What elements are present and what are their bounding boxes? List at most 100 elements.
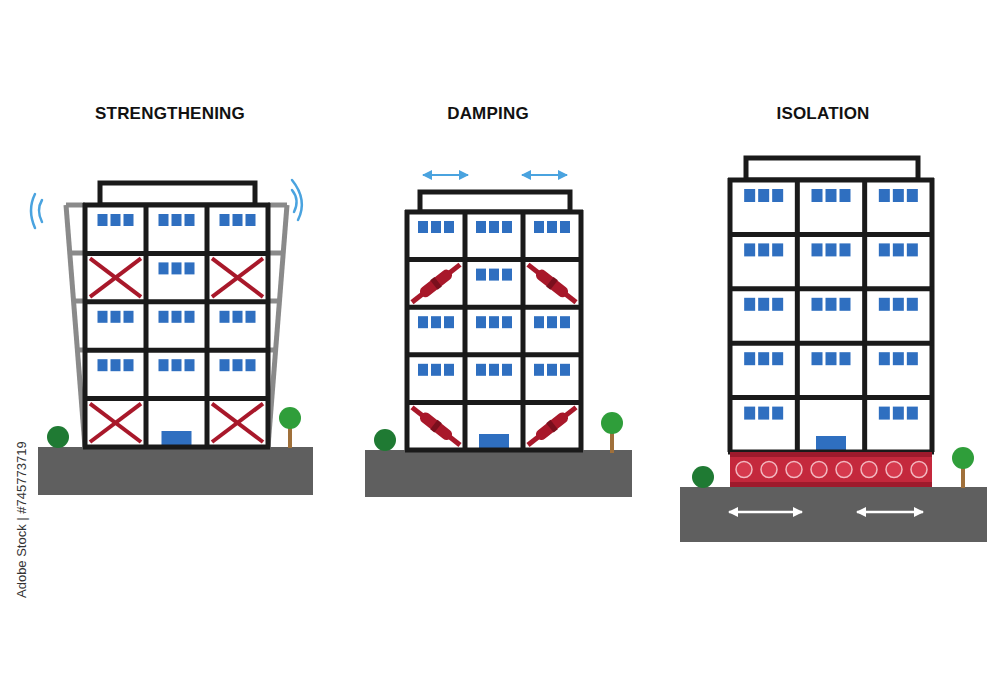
window (159, 262, 169, 274)
window (812, 189, 823, 202)
window (826, 352, 837, 365)
window (220, 311, 230, 323)
frame-beam (83, 299, 270, 304)
isolator-bearing (911, 462, 927, 478)
window (476, 364, 486, 376)
panel-title: DAMPING (447, 104, 529, 124)
frame-beam (728, 232, 934, 237)
window (772, 352, 783, 365)
door (479, 434, 509, 448)
window (124, 359, 134, 371)
window (840, 243, 851, 256)
window (172, 262, 182, 274)
cross-brace (90, 258, 141, 296)
frame-beam (83, 251, 270, 256)
outer-frame (66, 205, 287, 447)
window (560, 221, 570, 233)
window (758, 407, 769, 420)
window (159, 359, 169, 371)
window (560, 364, 570, 376)
damper-body (541, 418, 562, 435)
frame-beam (405, 448, 583, 453)
window (879, 189, 890, 202)
roof-box (746, 158, 918, 180)
building-body (407, 212, 581, 450)
frame-beam (405, 210, 583, 215)
window (812, 243, 823, 256)
frame-column (83, 203, 88, 447)
isolation-plate (730, 482, 932, 487)
window (431, 221, 441, 233)
window (502, 364, 512, 376)
window (840, 298, 851, 311)
damper-body (541, 275, 562, 292)
damper-body (425, 418, 446, 435)
window (431, 316, 441, 328)
building-body (730, 180, 932, 452)
window (502, 269, 512, 281)
window (246, 214, 256, 226)
cross-brace (90, 258, 141, 296)
window (812, 298, 823, 311)
window (547, 364, 557, 376)
window (744, 352, 755, 365)
window (744, 243, 755, 256)
isolation-plate (730, 452, 932, 457)
window (98, 214, 108, 226)
isolation-layer (730, 452, 932, 487)
bush (374, 429, 396, 451)
window (879, 298, 890, 311)
frame-beam (728, 395, 934, 400)
frame-beam (405, 257, 583, 262)
window (489, 364, 499, 376)
bush (47, 426, 69, 448)
cross-brace (212, 404, 263, 442)
window (185, 311, 195, 323)
window (560, 316, 570, 328)
window (502, 221, 512, 233)
window (826, 243, 837, 256)
frame-column (579, 210, 584, 450)
window (124, 214, 134, 226)
window (907, 243, 918, 256)
isolator-bearing (736, 462, 752, 478)
window (431, 364, 441, 376)
window (185, 262, 195, 274)
window (907, 352, 918, 365)
window (534, 221, 544, 233)
window (547, 221, 557, 233)
frame-column (205, 203, 210, 447)
ground-motion-arrows (729, 511, 923, 514)
window (893, 352, 904, 365)
window (233, 214, 243, 226)
damper-rod (412, 265, 460, 303)
damper-joint (434, 425, 438, 428)
window (172, 214, 182, 226)
sway-arrows (423, 174, 567, 176)
window (489, 221, 499, 233)
roof-box (100, 183, 255, 205)
frame-column (862, 178, 867, 452)
window (418, 316, 428, 328)
window (489, 269, 499, 281)
window (246, 311, 256, 323)
window (233, 311, 243, 323)
panel-title: ISOLATION (776, 104, 869, 124)
window (159, 214, 169, 226)
window (220, 214, 230, 226)
frame-beam (83, 348, 270, 353)
ground (365, 450, 632, 497)
frame-column (144, 203, 149, 447)
window (489, 316, 499, 328)
window (907, 189, 918, 202)
window (879, 243, 890, 256)
tree-crown (952, 447, 974, 469)
window (826, 189, 837, 202)
window (772, 189, 783, 202)
window (758, 189, 769, 202)
window (826, 298, 837, 311)
window (185, 214, 195, 226)
window (879, 352, 890, 365)
window (893, 298, 904, 311)
